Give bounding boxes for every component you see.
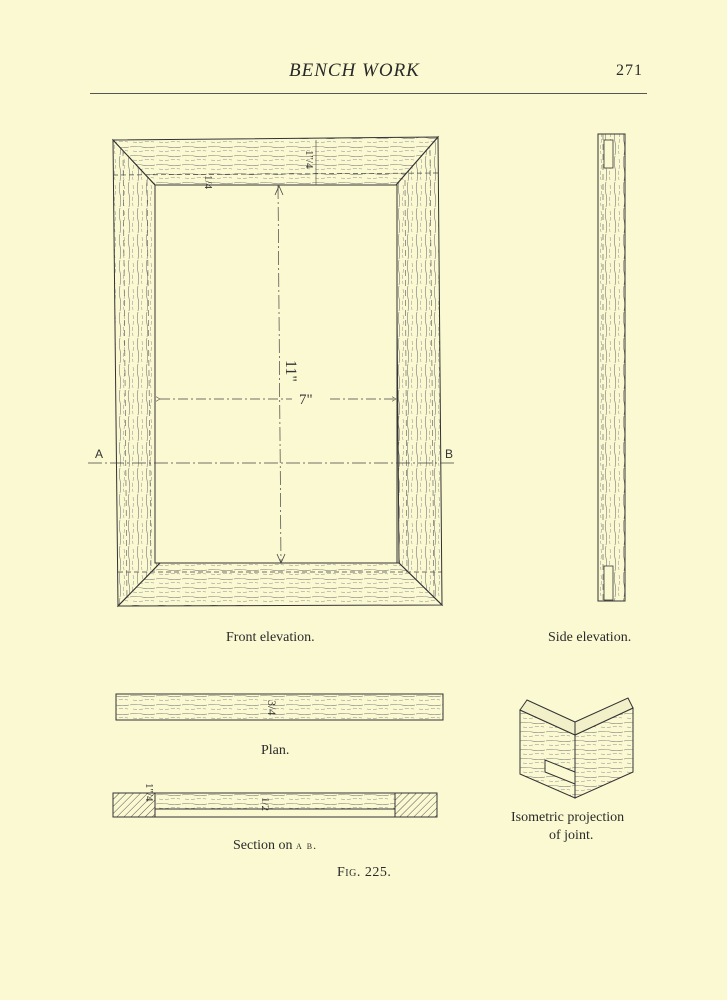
caption-side-elevation: Side elevation. [548,630,632,645]
caption-isometric-line2: of joint. [549,828,594,843]
height-dimension: 11" [282,360,299,382]
rail-width-dimension: 1"/4 [303,150,315,169]
running-header: BENCH WORK [289,60,420,81]
caption-front-elevation: Front elevation. [226,630,315,645]
right-stile [395,135,443,607]
plan-dimension: 3/4 [265,700,279,715]
front-elevation [88,135,455,608]
caption-section-letters: a b. [296,838,318,852]
rail-inner-dimension: 1/4 [202,175,214,190]
caption-plan: Plan. [261,743,290,758]
figure-label: Fig. 225. [337,865,392,880]
caption-section: Section on a b. [233,838,317,854]
bottom-rail [116,562,444,607]
left-stile [112,138,161,608]
section-marker-a: A [95,447,103,461]
section-view [112,792,438,818]
section-left-dimension: 1"/4 [143,783,155,802]
top-rail [111,136,440,186]
isometric-joint [519,697,634,799]
header-rule [90,93,647,94]
plan-view [115,693,444,721]
width-dimension: 7" [299,392,313,408]
side-elevation [597,133,626,602]
section-marker-b: B [445,447,453,461]
page-number: 271 [616,62,643,79]
caption-section-prefix: Section on [233,838,293,853]
section-mid-dimension: 1/2 [259,797,271,811]
caption-isometric-line1: Isometric projection [511,810,625,825]
